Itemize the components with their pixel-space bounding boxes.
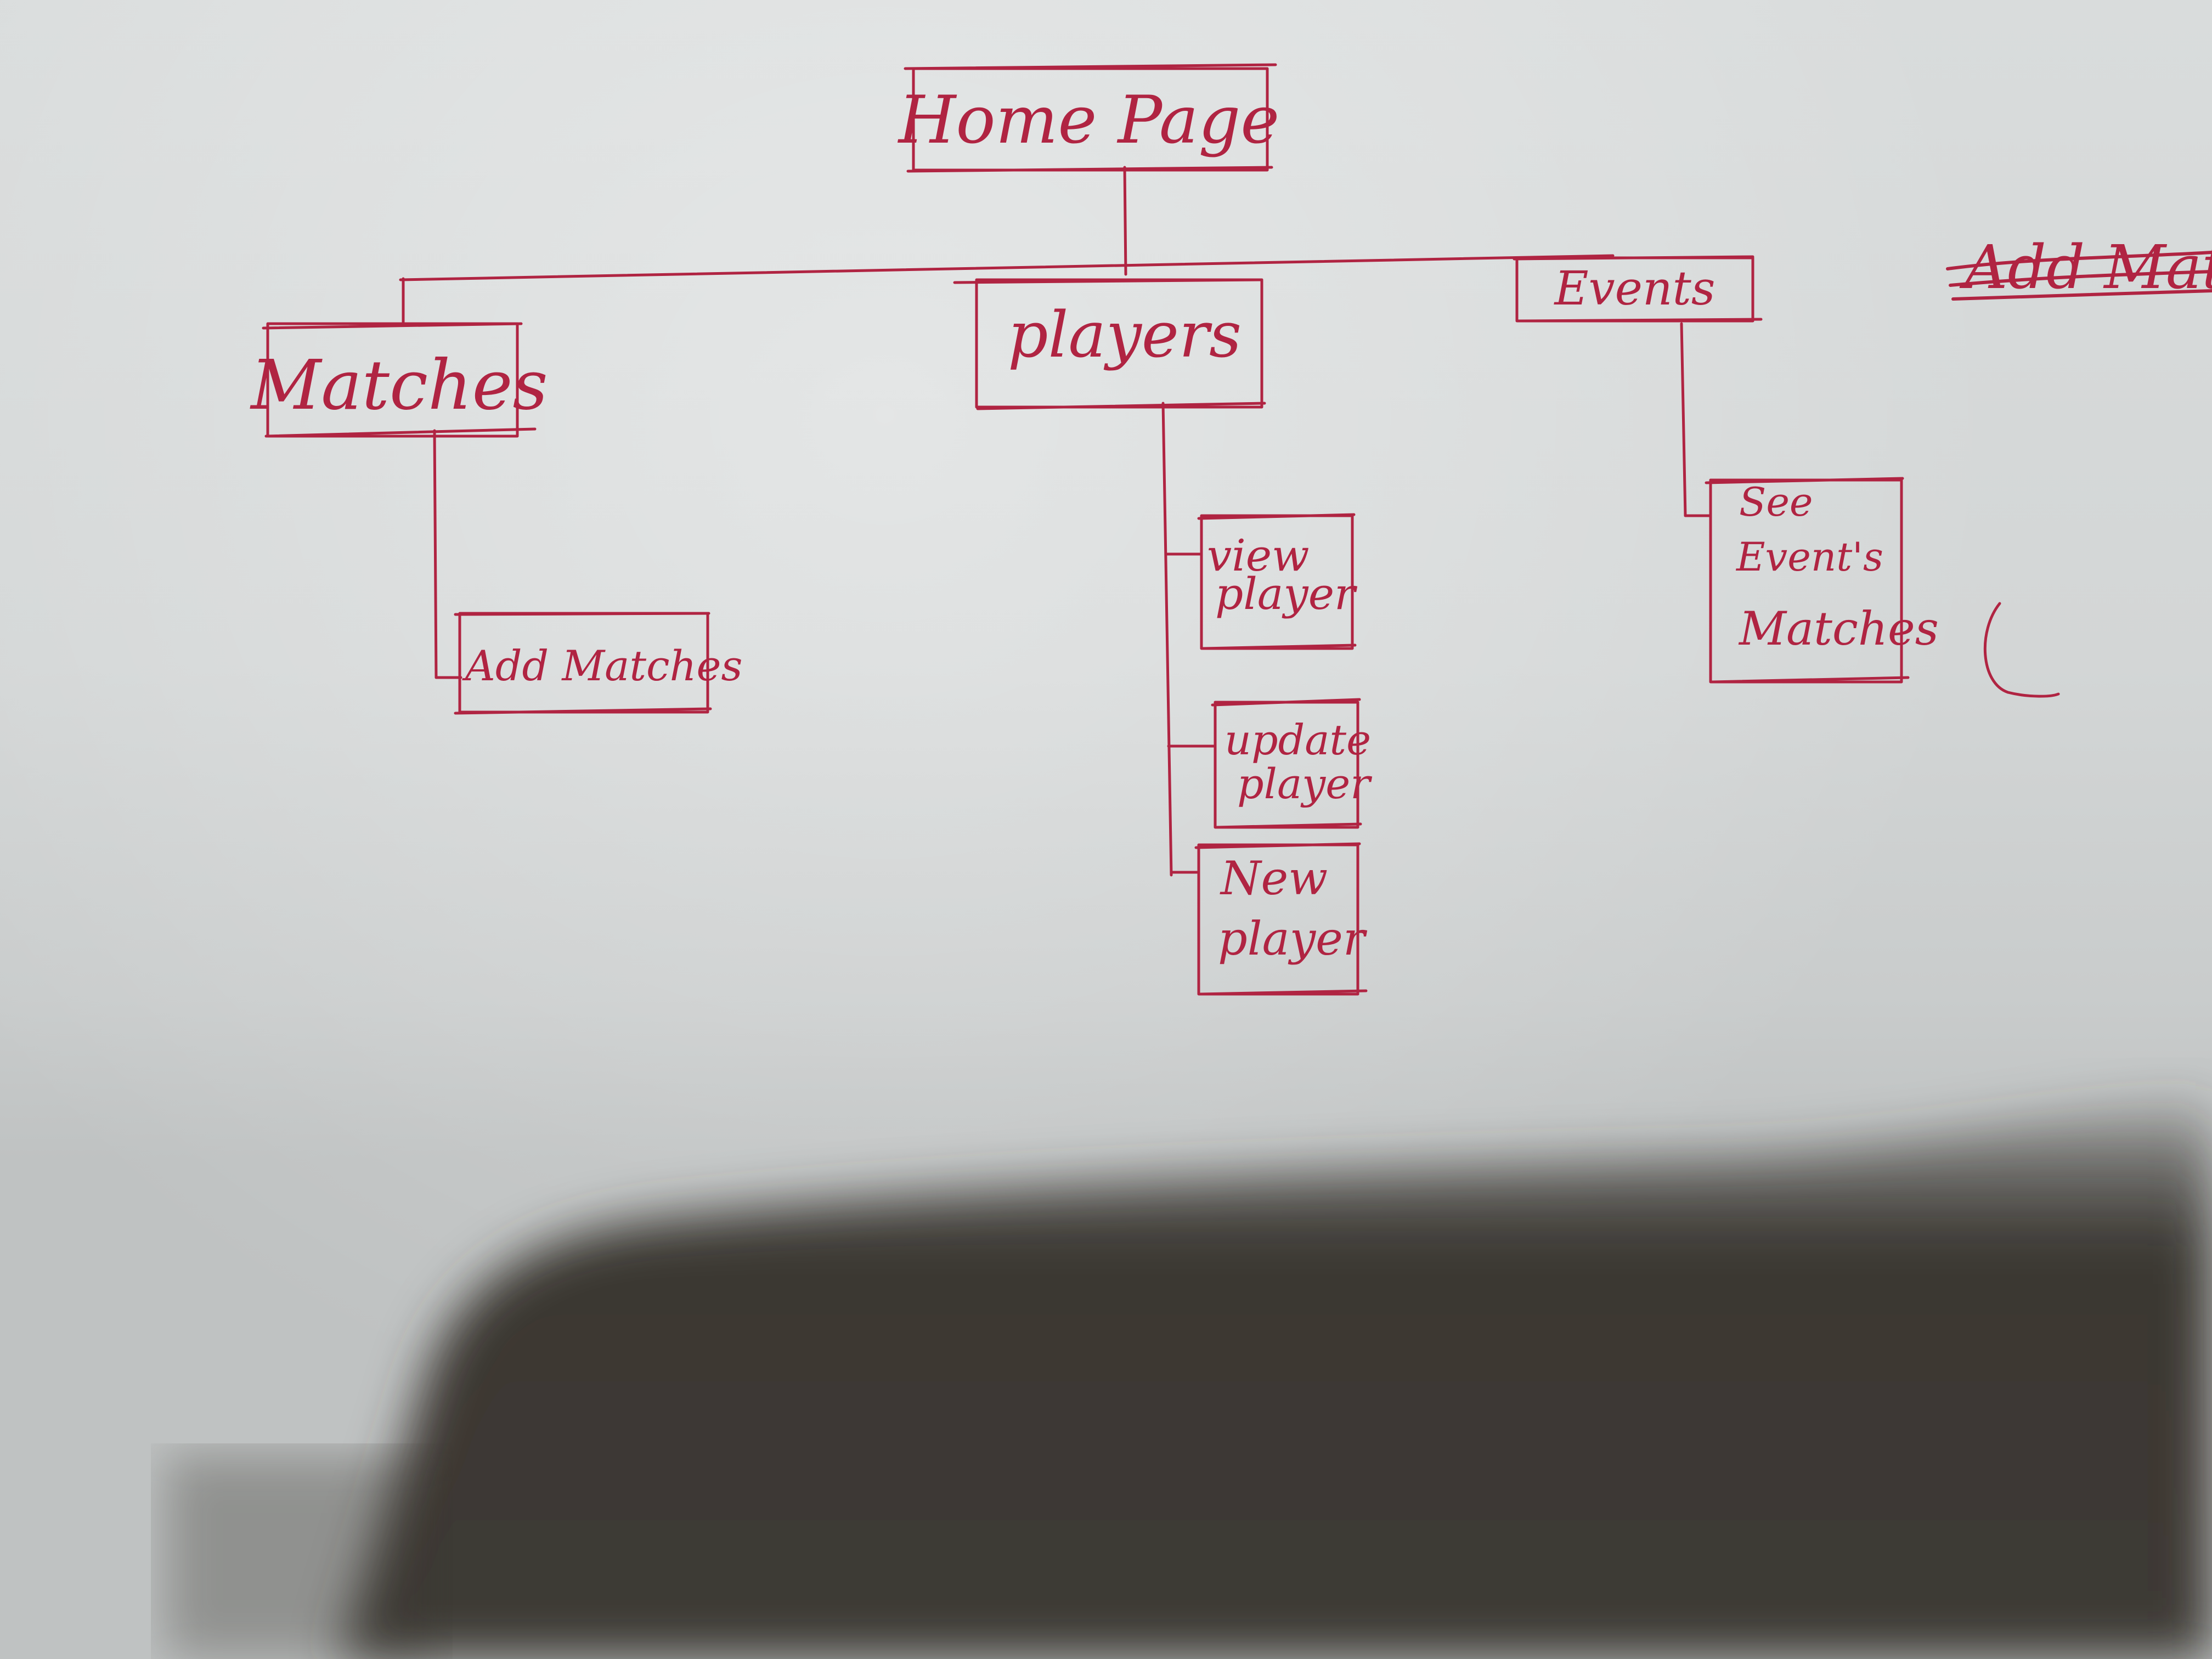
box-new-player — [1194, 842, 1368, 996]
label-view-player-line-2: player — [1215, 568, 1358, 619]
label-matches: Matches — [250, 346, 548, 425]
connector-horizontal-bar — [399, 254, 1615, 281]
label-home-page: Home Page — [898, 82, 1280, 159]
label-see-events-line-1: See — [1739, 479, 1813, 525]
box-update-player — [1211, 698, 1362, 829]
label-new-player-line-2: player — [1218, 912, 1368, 966]
label-events: Events — [1554, 262, 1716, 316]
label-see-events-line-3: Matches — [1738, 602, 1939, 656]
connector-players-vertical — [1161, 402, 1173, 877]
label-new-player-line-1: New — [1220, 851, 1328, 905]
box-matches — [262, 322, 537, 438]
connector-events-vertical — [1680, 322, 1687, 517]
box-add-matches — [454, 612, 712, 715]
label-players: players — [1008, 298, 1242, 372]
connector-home-to-bar — [1123, 166, 1127, 276]
box-view-player — [1197, 513, 1357, 650]
label-view-player-line-1: view — [1207, 530, 1310, 581]
label-add-matches: Add Matches — [462, 641, 743, 690]
crossed-out-note: Add Matc — [1946, 232, 2212, 302]
connector-matches-to-add-matches — [433, 429, 438, 679]
label-update-player-line-2: player — [1237, 759, 1373, 808]
box-players — [953, 278, 1266, 410]
label-update-player-line-1: update — [1224, 715, 1371, 764]
box-home-page — [904, 63, 1277, 173]
stray-pen-mark — [1983, 602, 2060, 698]
label-see-events-line-2: Event's — [1735, 534, 1883, 580]
box-see-events-matches — [1705, 477, 1910, 684]
box-events — [1513, 255, 1763, 323]
